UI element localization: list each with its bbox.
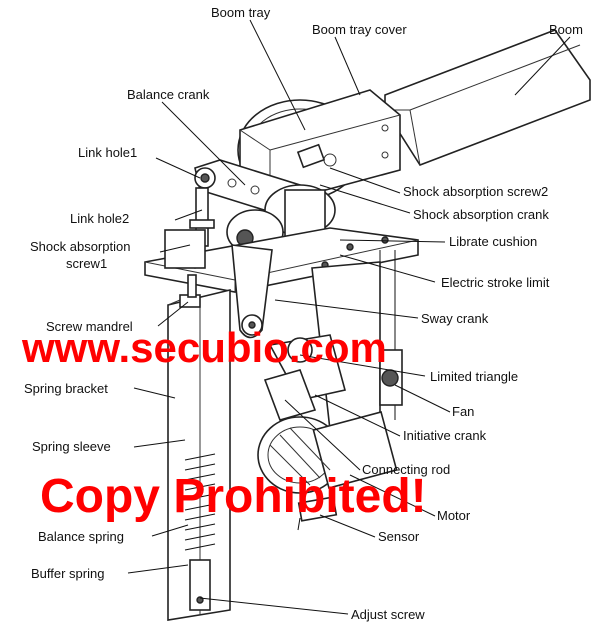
shock-screw2-shape (296, 143, 337, 169)
label-initiative-crank: Initiative crank (403, 428, 487, 443)
watermark-notice: Copy Prohibited! (40, 470, 427, 523)
sensor-shape (297, 496, 338, 531)
label-buffer-spring: Buffer spring (31, 566, 104, 581)
label-adjust-screw: Adjust screw (351, 607, 425, 622)
label-connecting-rod: Connecting rod (362, 462, 450, 477)
label-link-hole1: Link hole1 (78, 145, 137, 160)
spring-column (167, 274, 231, 621)
label-librate-cushion: Librate cushion (449, 234, 537, 249)
label-fan: Fan (452, 404, 474, 419)
label-sway-crank: Sway crank (421, 311, 489, 326)
label-boom: Boom (549, 22, 583, 37)
label-boom-tray: Boom tray (211, 5, 271, 20)
watermark-url: www.secubio.com (21, 324, 387, 371)
label-balance-crank: Balance crank (127, 87, 210, 102)
leader-lines (127, 19, 571, 615)
limited-triangle-shape (263, 334, 346, 421)
mechanism-drawing (144, 29, 591, 621)
label-electric-stroke-limit: Electric stroke limit (441, 275, 550, 290)
label-link-hole2: Link hole2 (70, 211, 129, 226)
balance-spring-coils (184, 453, 216, 611)
boom-shape (384, 29, 591, 166)
label-spring-bracket: Spring bracket (24, 381, 108, 396)
label-shock-absorption-screw1: Shock absorption screw1 (30, 239, 134, 271)
motor-shape (257, 410, 398, 494)
label-motor: Motor (437, 508, 471, 523)
label-shock-absorption-screw1-line2: screw1 (66, 256, 107, 271)
label-balance-spring: Balance spring (38, 529, 124, 544)
label-shock-absorption-crank: Shock absorption crank (413, 207, 549, 222)
label-screw-mandrel: Screw mandrel (46, 319, 133, 334)
label-sensor: Sensor (378, 529, 420, 544)
fan-shape (379, 349, 403, 406)
label-limited-triangle: Limited triangle (430, 369, 518, 384)
label-shock-absorption-screw1-line1: Shock absorption (30, 239, 130, 254)
label-spring-sleeve: Spring sleeve (32, 439, 111, 454)
label-boom-tray-cover: Boom tray cover (312, 22, 407, 37)
label-shock-absorption-screw2: Shock absorption screw2 (403, 184, 548, 199)
sway-crank-belt (231, 244, 273, 339)
